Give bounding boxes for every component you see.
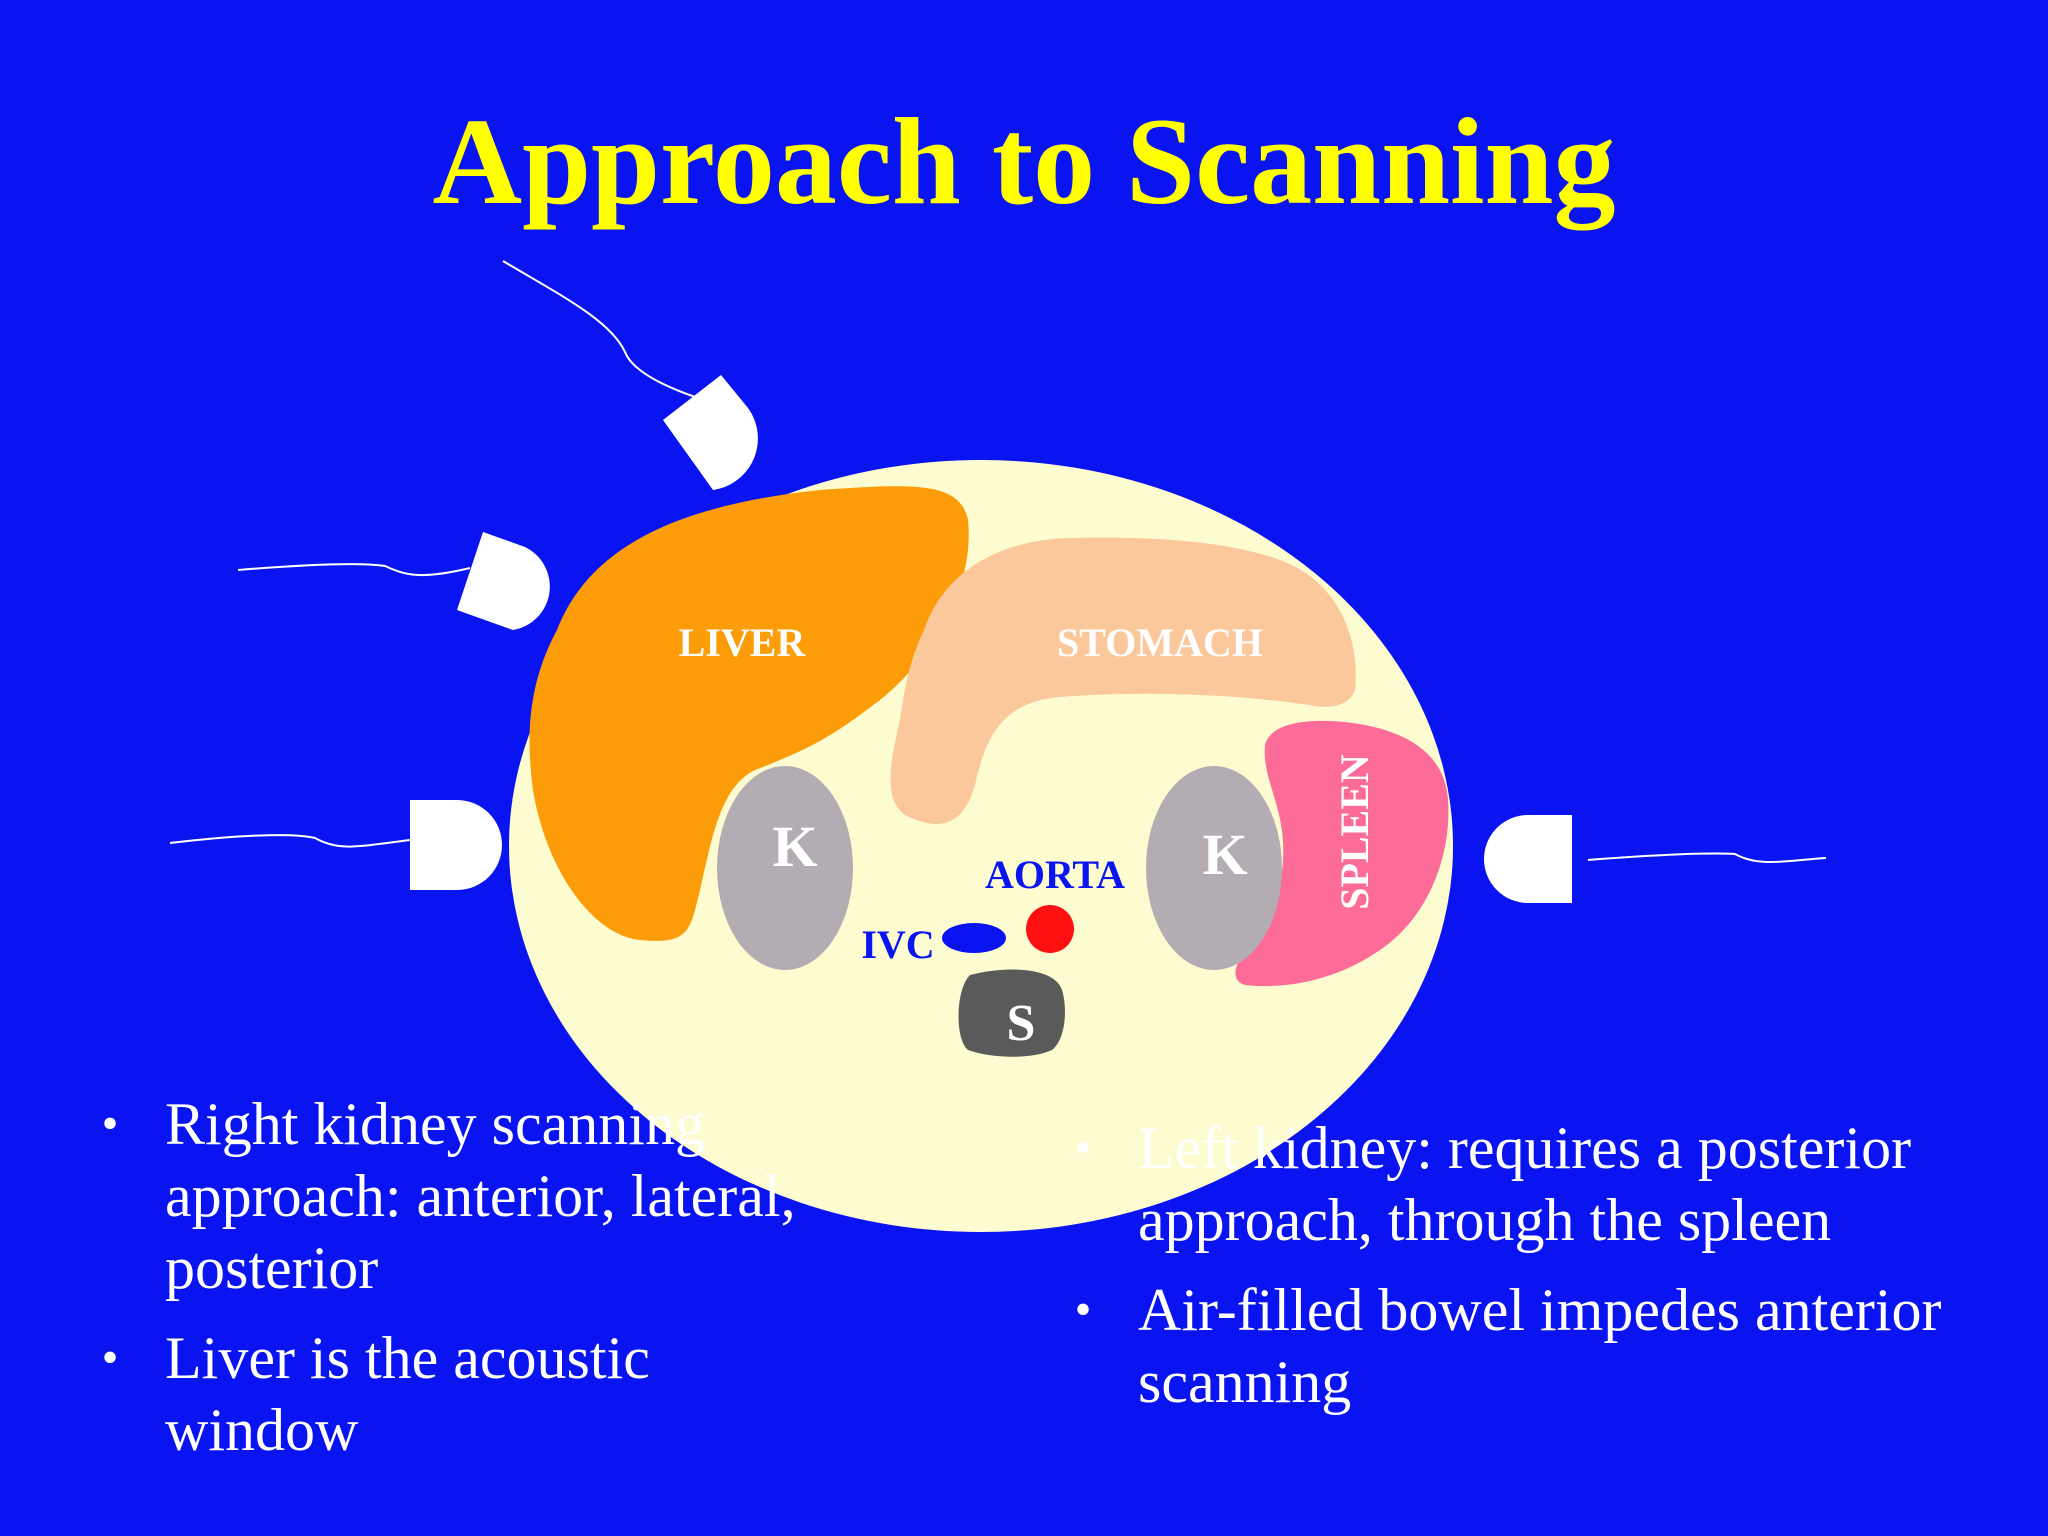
- spleen-label: SPLEEN: [1332, 754, 1377, 910]
- bullet-symbol: •: [101, 1097, 119, 1150]
- stomach: [890, 537, 1356, 824]
- posterior-left-probe: [1484, 815, 1572, 903]
- ivc: [942, 923, 1006, 953]
- spine-vertebra: [958, 969, 1065, 1057]
- right-kidney-label: K: [772, 814, 817, 879]
- liver-label: LIVER: [679, 620, 807, 665]
- bullet-symbol: •: [1074, 1121, 1092, 1174]
- bullet-symbol: •: [1074, 1283, 1092, 1336]
- stomach-label: STOMACH: [1057, 620, 1263, 665]
- bullet-text: Left kidney: requires a posterior approa…: [1138, 1115, 1912, 1253]
- anterior-probe: [663, 375, 758, 490]
- bullet-item: • Liver is the acoustic window: [90, 1322, 810, 1466]
- ivc-label: IVC: [861, 922, 934, 967]
- bullet-symbol: •: [101, 1331, 119, 1384]
- aorta-label: AORTA: [985, 852, 1125, 897]
- right-kidney: [717, 766, 853, 970]
- left-kidney: [1146, 766, 1282, 970]
- bullet-text: Right kidney scanning approach: anterior…: [165, 1091, 796, 1301]
- right-bullet-list: • Left kidney: requires a posterior appr…: [1063, 1112, 2023, 1436]
- anterolateral-probe: [457, 532, 550, 630]
- spleen: [1235, 720, 1449, 987]
- left-kidney-label: K: [1202, 822, 1247, 887]
- left-bullet-list: • Right kidney scanning approach: anteri…: [90, 1088, 810, 1484]
- bullet-text: Air-filled bowel impedes anterior scanni…: [1138, 1277, 1942, 1415]
- aorta: [1026, 905, 1074, 953]
- bullet-item: • Left kidney: requires a posterior appr…: [1063, 1112, 2023, 1256]
- lateral-probe-cable: [169, 834, 411, 848]
- anterolateral-probe-cable: [237, 563, 471, 577]
- bullet-item: • Right kidney scanning approach: anteri…: [90, 1088, 810, 1304]
- bullet-text: Liver is the acoustic window: [165, 1325, 650, 1463]
- lateral-probe: [410, 800, 502, 890]
- anterior-probe-cable: [502, 260, 699, 399]
- posterior-left-probe-cable: [1587, 852, 1827, 864]
- liver: [529, 486, 969, 941]
- slide-title: Approach to Scanning: [432, 93, 1616, 230]
- spine-label: S: [1007, 995, 1036, 1052]
- bullet-item: • Air-filled bowel impedes anterior scan…: [1063, 1274, 2023, 1418]
